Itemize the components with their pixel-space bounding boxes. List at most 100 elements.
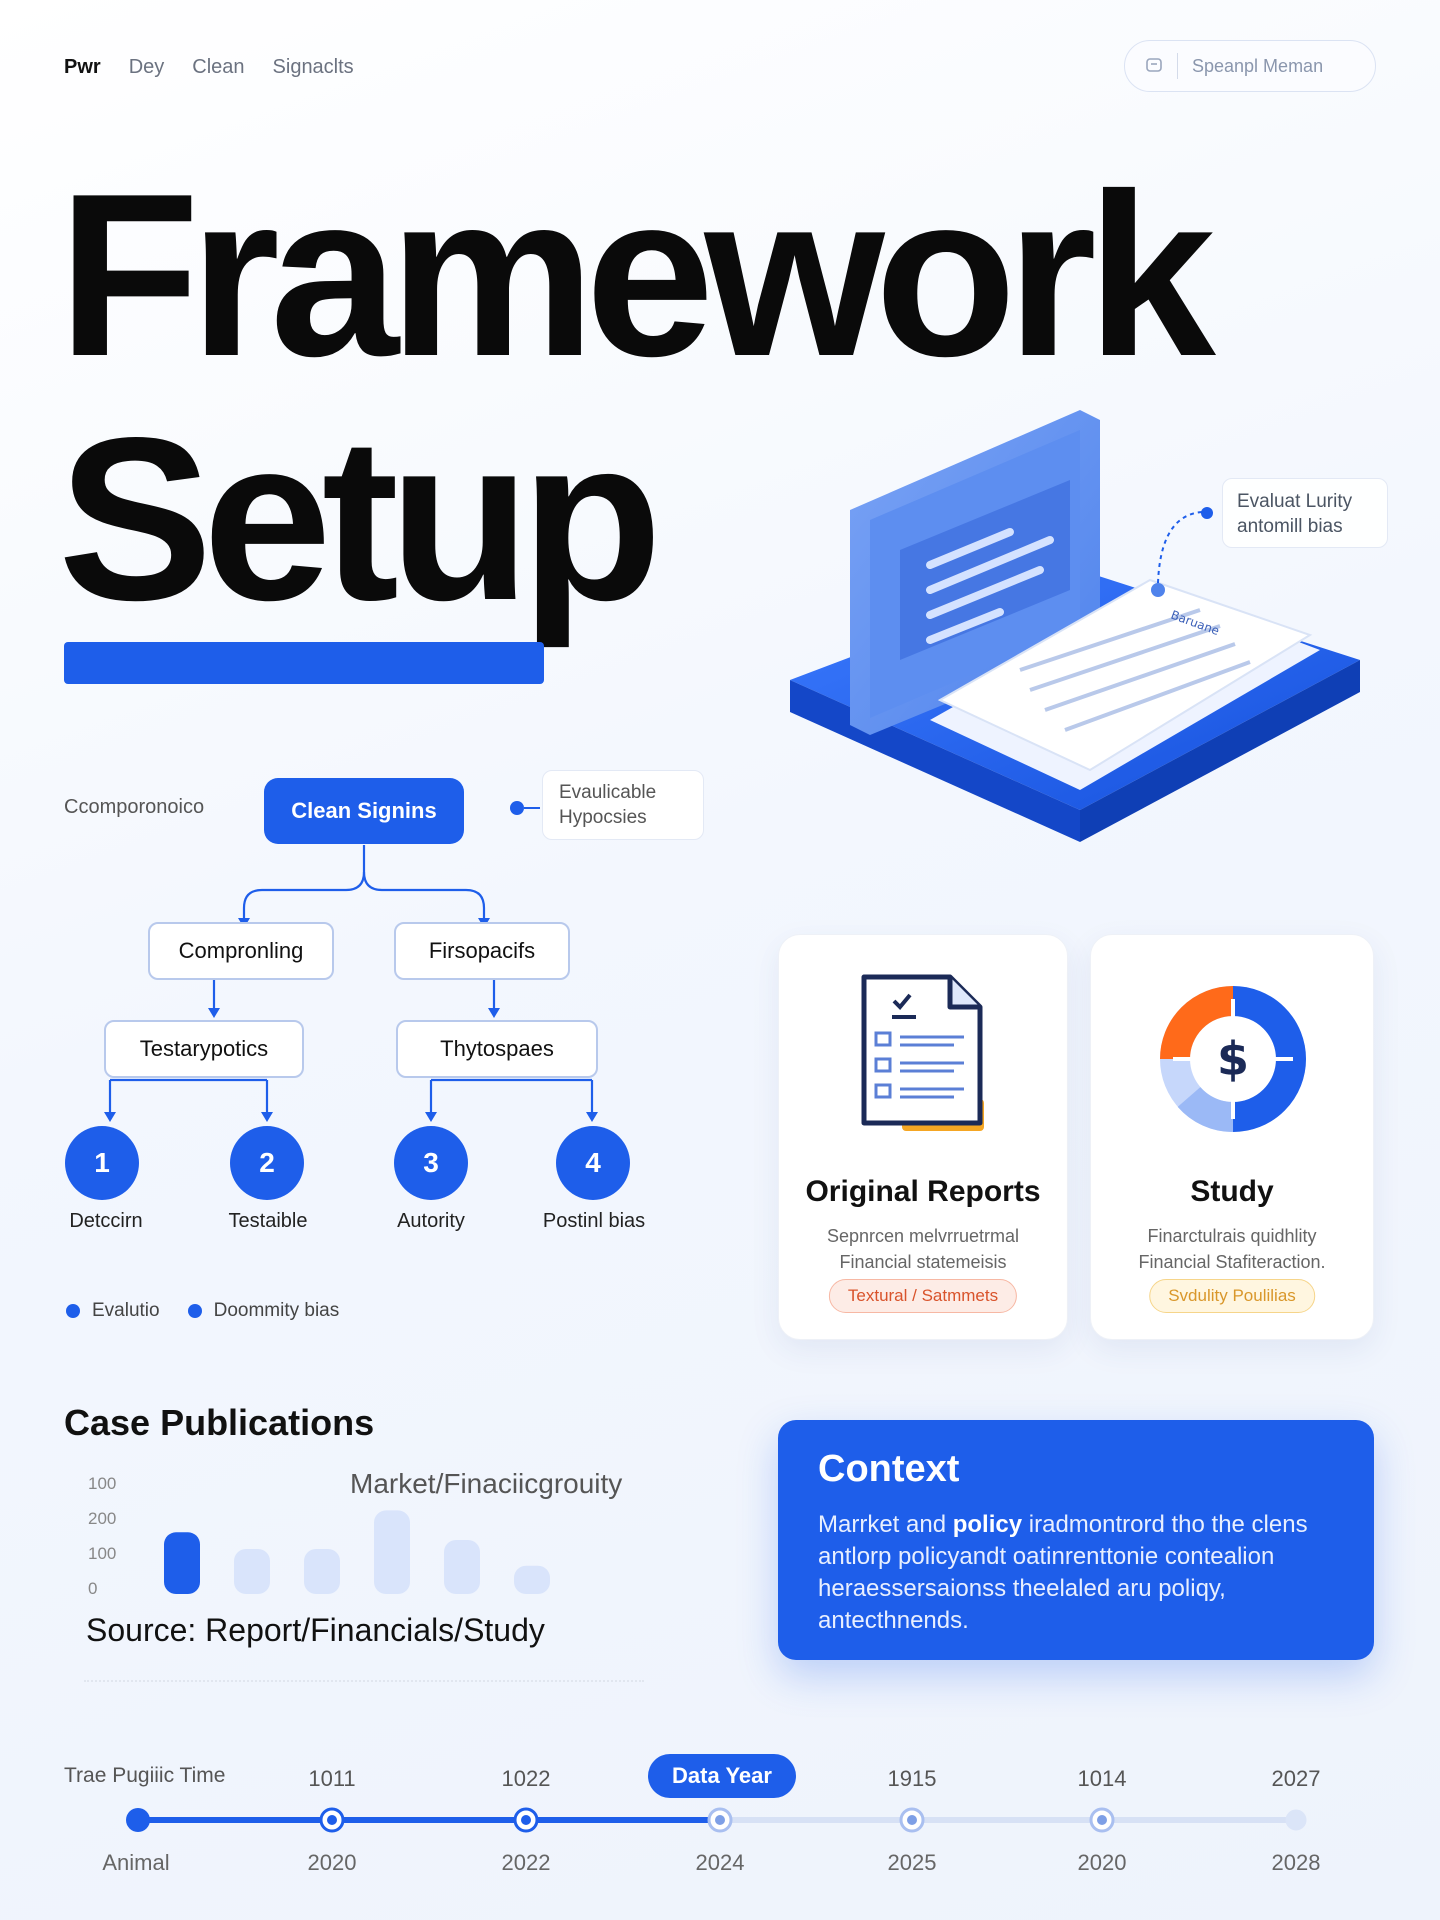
y-tick-label: 0: [88, 1579, 98, 1598]
search-field[interactable]: Speanpl Meman: [1124, 40, 1376, 92]
timeline-label: Trae Pugiiic Time: [64, 1764, 226, 1787]
timeline-bottom-label: 2020: [1077, 1850, 1127, 1875]
nav-item-dey[interactable]: Dey: [128, 56, 165, 78]
timeline-bottom-label: 2025: [887, 1850, 937, 1875]
chart-bar: [234, 1549, 270, 1594]
tree-node-testarypotics[interactable]: Testarypotics: [104, 1020, 304, 1078]
timeline-bottom-label: 2022: [501, 1850, 551, 1875]
context-text-bold: policy: [952, 1511, 1023, 1538]
legend-dot: [187, 1304, 202, 1318]
timeline-top-label: 1022: [501, 1766, 551, 1791]
step-1-badge[interactable]: 1: [65, 1126, 139, 1200]
card-original-reports[interactable]: Original Reports Sepnrcen melvrruetrmal …: [778, 934, 1068, 1340]
card-tag[interactable]: Svdulity Poulilias: [1149, 1279, 1315, 1313]
chart-bar: [374, 1510, 410, 1594]
card-tag[interactable]: Textural / Satmmets: [828, 1279, 1018, 1313]
chart-bar: [164, 1532, 200, 1594]
tree-node-firsopacifs[interactable]: Firsopacifs: [394, 922, 570, 980]
report-document-icon: [861, 974, 984, 1131]
timeline-node-dot: [521, 1815, 531, 1825]
nav-item-pwr[interactable]: Pwr: [64, 56, 101, 78]
tree-node-thytospaes[interactable]: Thytospaes: [396, 1020, 598, 1078]
step-4-badge[interactable]: 4: [556, 1126, 630, 1200]
card-desc-line: Financial statemeisis: [839, 1252, 1007, 1272]
hypothesis-connector: [524, 807, 540, 809]
legend-item: Evalutio: [66, 1300, 160, 1322]
legend-label: Evalutio: [92, 1300, 160, 1321]
tree-label: Ccomporonoico: [64, 796, 205, 818]
card-desc-line: Finarctulrais quidhlity: [1147, 1226, 1317, 1246]
timeline-start-marker[interactable]: [126, 1808, 150, 1832]
step-2-label: Testaible: [228, 1210, 308, 1232]
svg-text:$: $: [1217, 1032, 1249, 1086]
legend-label: Doommity bias: [213, 1300, 340, 1321]
dollar-donut-icon: $: [1160, 986, 1306, 1133]
hero-title: Framework Setup: [58, 160, 1216, 649]
chart-bar: [444, 1540, 480, 1594]
source-divider: [84, 1680, 644, 1682]
document-platform-illustration: Baruane: [790, 410, 1360, 842]
case-subtitle: Market/Finaciicgrouity: [350, 1468, 623, 1499]
timeline-node-dot: [327, 1815, 337, 1825]
tree-legend: Evalutio Doommity bias: [66, 1300, 339, 1322]
step-1-label: Detccirn: [69, 1210, 143, 1232]
card-desc-line: Financial Stafiteraction.: [1138, 1252, 1326, 1272]
chart-bar: [514, 1565, 550, 1594]
top-nav: Pwr Dey Clean Signaclts: [64, 56, 354, 79]
y-tick-label: 100: [88, 1474, 117, 1493]
y-tick-label: 200: [88, 1509, 117, 1528]
card-desc-line: Sepnrcen melvrruetrmal: [826, 1226, 1020, 1246]
timeline-node-dot: [1097, 1815, 1107, 1825]
card-title: Original Reports: [805, 1175, 1041, 1208]
callout-bias-note: Evaluat Lurity antomill bias: [1222, 478, 1388, 548]
timeline-bottom-label: 2028: [1271, 1850, 1321, 1875]
nav-item-clean[interactable]: Clean: [192, 56, 245, 78]
legend-item: Doommity bias: [187, 1300, 340, 1322]
legend-dot: [66, 1304, 80, 1318]
timeline-node-dot: [907, 1815, 917, 1825]
timeline-bottom-label: 2024: [695, 1850, 745, 1875]
timeline-top-label: 1011: [308, 1766, 356, 1791]
context-text: Marrket and policy iradmontrord tho the …: [818, 1509, 1334, 1637]
hero-accent-bar: [64, 642, 544, 684]
hypothesis-dot: [510, 801, 524, 815]
hero-title-line2: Setup: [58, 390, 662, 649]
step-2-badge[interactable]: 2: [230, 1126, 304, 1200]
card-study[interactable]: $ Study Finarctulrais quidhlity Financia…: [1090, 934, 1374, 1340]
hypothesis-note: Evaulicable Hypocsies: [542, 770, 704, 840]
timeline-node-dot: [715, 1815, 725, 1825]
tree-root-node[interactable]: Clean Signins: [264, 778, 464, 844]
y-tick-label: 100: [88, 1544, 117, 1563]
timeline-top-label: 2027: [1271, 1766, 1321, 1791]
card-description: Finarctulrais quidhlity Financial Stafit…: [1107, 1223, 1357, 1275]
data-year-badge[interactable]: Data Year: [648, 1754, 796, 1798]
context-text-lead: Marrket and: [818, 1511, 947, 1538]
card-description: Sepnrcen melvrruetrmal Financial stateme…: [795, 1223, 1051, 1275]
context-text-rest: iradmontrord tho the clens antlorp polic…: [818, 1511, 1308, 1634]
search-placeholder: Speanpl Meman: [1192, 55, 1324, 76]
step-4-label: Postinl bias: [542, 1210, 646, 1232]
case-title: Case Publications: [64, 1402, 375, 1443]
chat-icon: [1146, 58, 1162, 72]
timeline-node[interactable]: [1285, 1809, 1307, 1831]
context-panel: Context Marrket and policy iradmontrord …: [778, 1420, 1374, 1660]
chart-bar: [304, 1549, 340, 1594]
timeline-bottom-label: 2020: [307, 1850, 357, 1875]
source-caption: Source: Report/Financials/Study: [86, 1612, 545, 1648]
timeline-bottom-label: Animal: [102, 1850, 170, 1875]
nav-item-signals[interactable]: Signaclts: [272, 56, 354, 78]
timeline-top-label: 1915: [887, 1766, 937, 1791]
context-title: Context: [818, 1448, 960, 1490]
step-3-label: Autority: [397, 1210, 465, 1232]
search-divider: [1177, 53, 1178, 79]
tree-node-compronling[interactable]: Compronling: [148, 922, 334, 980]
card-title: Study: [1190, 1175, 1274, 1208]
step-3-badge[interactable]: 3: [394, 1126, 468, 1200]
hero-title-line1: Framework: [58, 146, 1216, 405]
callout-dot-icon: [1201, 507, 1213, 519]
timeline-top-label: 1014: [1077, 1766, 1127, 1791]
